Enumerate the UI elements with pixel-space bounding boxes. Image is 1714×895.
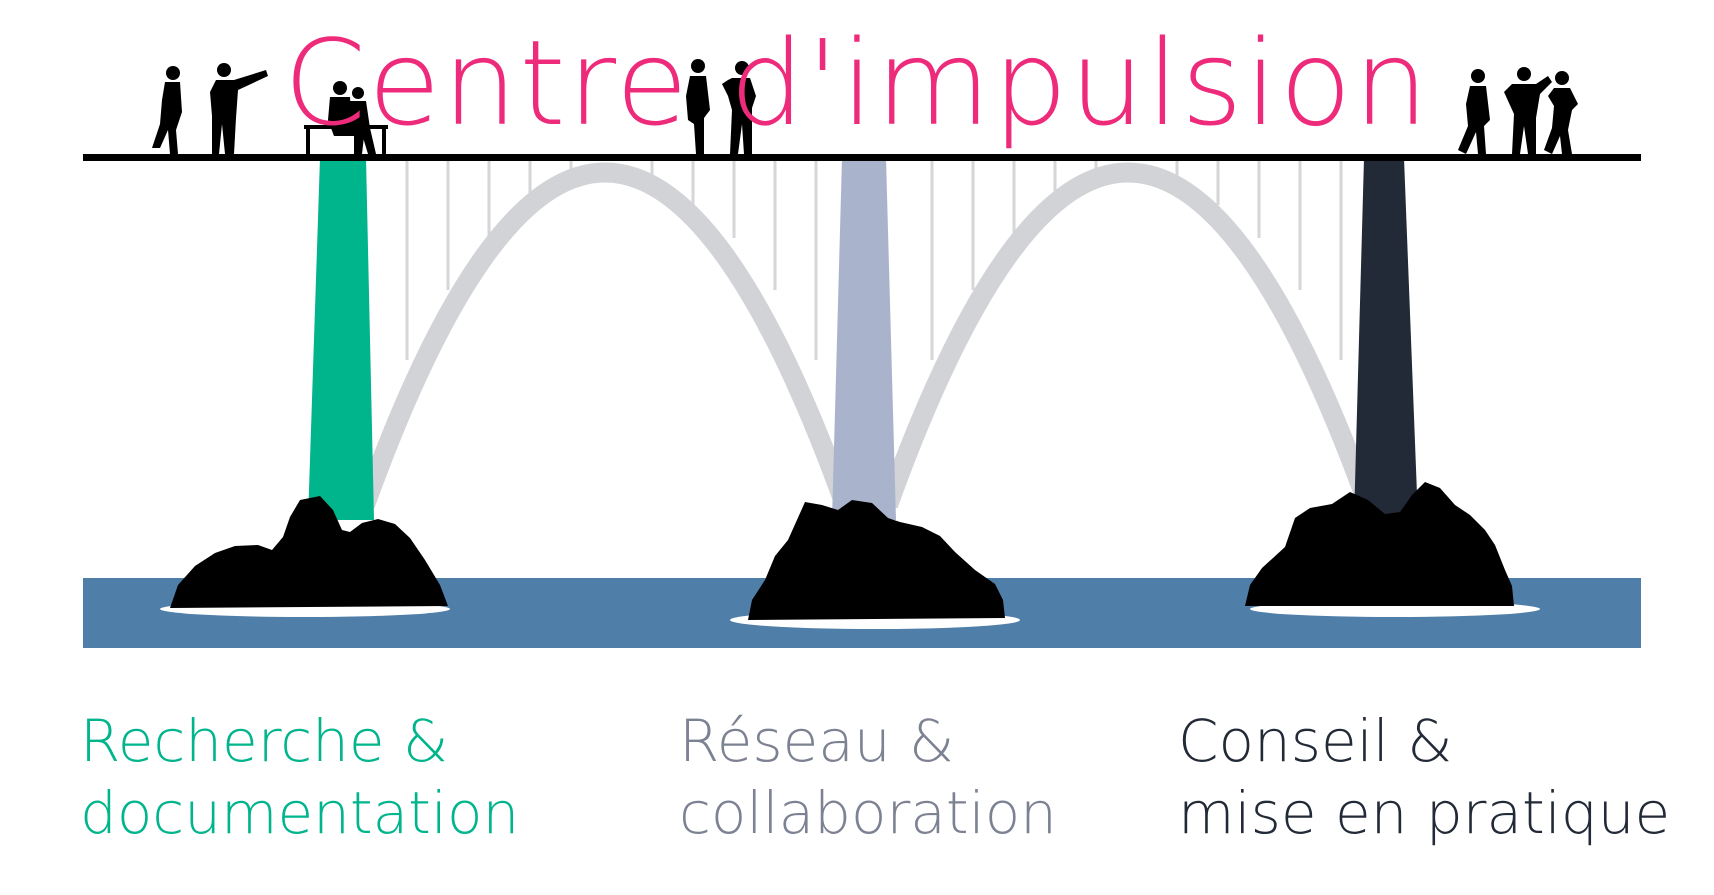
caption-advice-line2: mise en pratique [1178,779,1671,847]
arch-left [355,162,855,509]
caption-advice-line1: Conseil & [1178,707,1453,775]
person-silhouette-icon [210,63,268,154]
person-silhouette-icon [1504,67,1552,154]
hangers-right [930,158,1343,360]
caption-network: Réseau & collaboration [679,705,1057,849]
pillar-network [832,158,896,520]
pillar-advice [1354,158,1418,520]
caption-advice: Conseil & mise en pratique [1178,705,1670,849]
caption-research-line2: documentation [80,779,520,847]
bridge-deck [83,154,1641,161]
rock-icon [1245,482,1514,606]
rock-icon [748,500,1005,620]
caption-network-line1: Réseau & [679,707,955,775]
rock-icon [170,496,448,608]
arch-right [878,162,1378,509]
person-silhouette-icon [152,66,182,154]
caption-network-line2: collaboration [679,779,1057,847]
person-silhouette-icon [686,59,710,154]
person-silhouette-icon [1458,69,1490,154]
person-silhouette-icon [1544,71,1578,154]
caption-research: Recherche & documentation [80,705,519,849]
page-title: Centre d'impulsion [283,14,1431,152]
person-silhouette-icon [722,61,756,154]
caption-research-line1: Recherche & [80,707,449,775]
hangers-left [405,158,818,360]
pillar-research [308,158,374,520]
person-silhouette-icon [328,81,376,154]
